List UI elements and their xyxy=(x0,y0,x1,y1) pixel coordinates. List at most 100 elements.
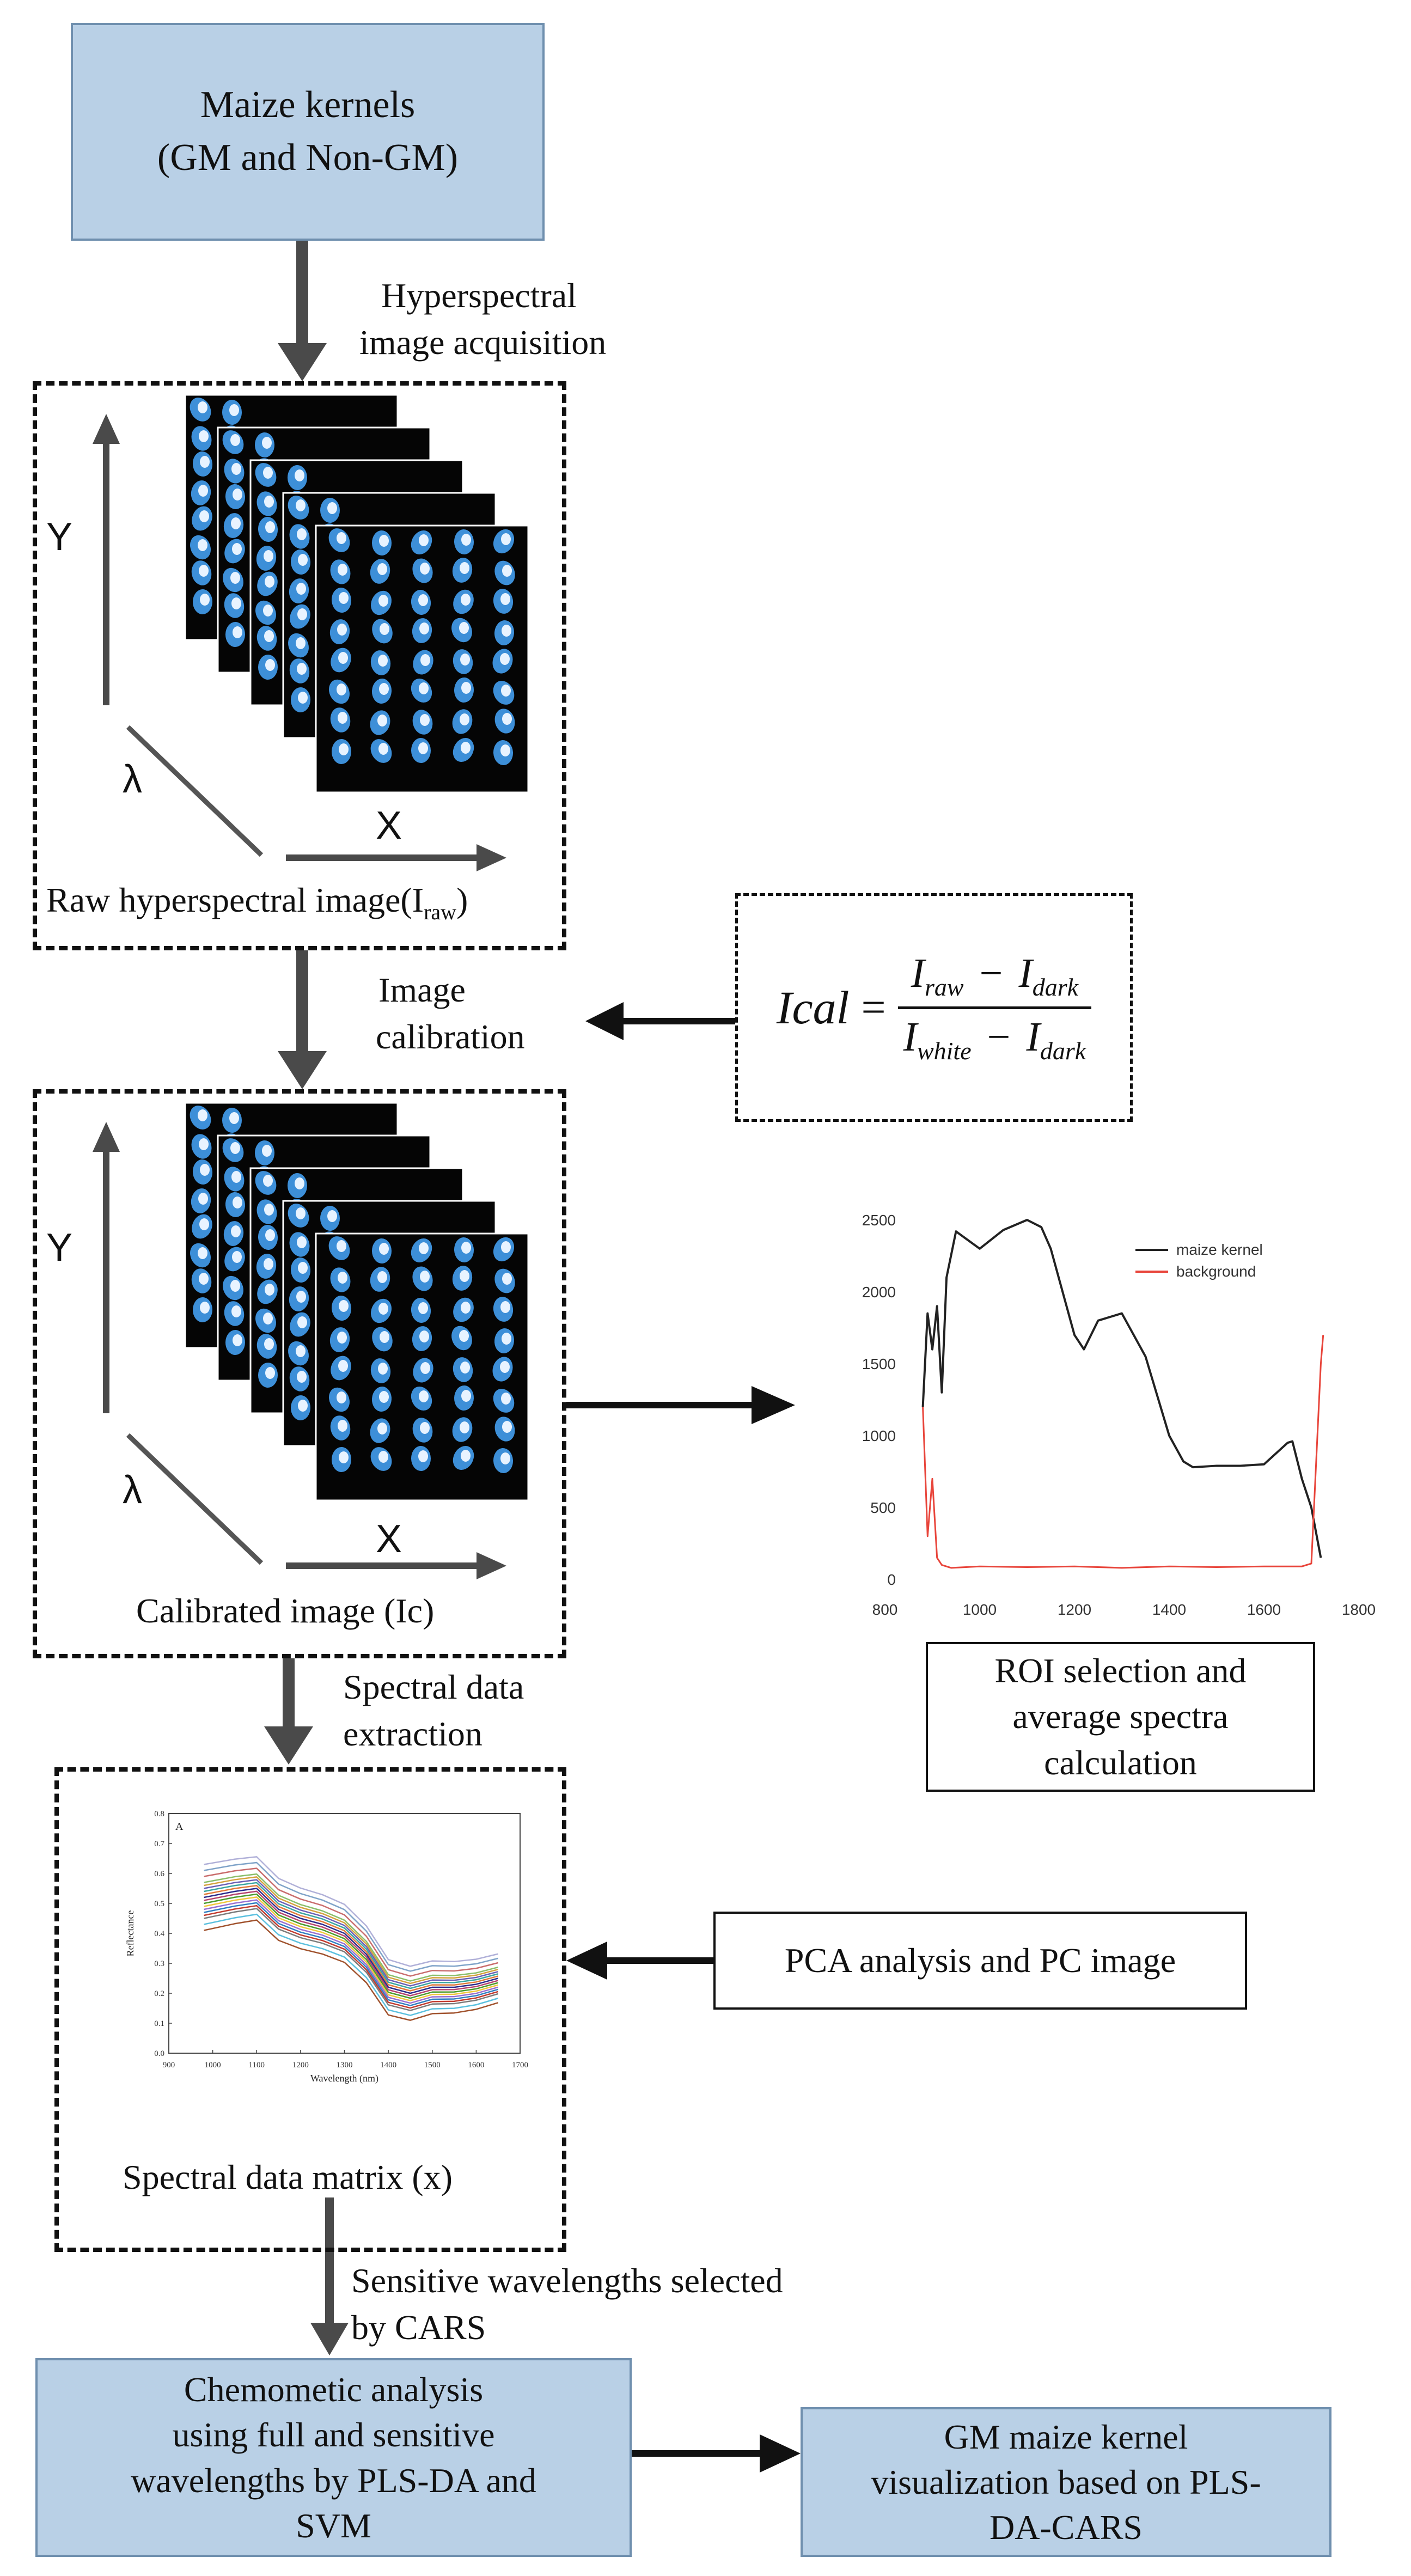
chemometric-box: Chemometic analysis using full and sensi… xyxy=(35,2358,632,2557)
formula-fraction: Iraw − Idark Iwhite − Idark xyxy=(897,950,1092,1065)
kernel xyxy=(224,459,245,484)
kernel xyxy=(493,1389,515,1413)
image-frame xyxy=(315,524,529,793)
kernel xyxy=(454,529,474,554)
kernel xyxy=(190,1106,211,1130)
kernel xyxy=(493,1297,514,1322)
kernel xyxy=(329,679,350,704)
kernel xyxy=(287,1173,308,1198)
spectrum-line xyxy=(204,1904,499,2009)
kernel xyxy=(190,535,211,560)
chemometric-line-3: wavelengths by PLS-DA and xyxy=(131,2461,536,2500)
kernel xyxy=(290,1395,311,1420)
kernel xyxy=(494,709,515,734)
legend: maize kernel background xyxy=(1135,1241,1263,1280)
y-tick-label: 2000 xyxy=(862,1284,896,1301)
formula-arrow xyxy=(585,1002,735,1040)
y-tick-label: 0.3 xyxy=(154,1960,164,1968)
spectrum-line xyxy=(204,1879,499,1987)
kernel xyxy=(288,1204,309,1228)
formula-lhs: Ical xyxy=(776,981,850,1034)
x-tick-label: 1100 xyxy=(249,2061,265,2070)
kernel xyxy=(224,1167,245,1192)
kernel xyxy=(494,560,515,585)
y-tick-label: 1000 xyxy=(862,1427,896,1444)
kernel xyxy=(412,1418,433,1443)
den-dark-sub: dark xyxy=(1040,1036,1086,1065)
kernel xyxy=(289,578,309,603)
kernel xyxy=(256,491,277,516)
kernel xyxy=(192,506,212,531)
raw-image-box xyxy=(33,381,566,950)
flow-arrow-2 xyxy=(278,950,327,1089)
kernel xyxy=(258,655,278,680)
kernel xyxy=(258,1363,278,1388)
kernel xyxy=(257,1279,278,1304)
start-box: Maize kernels (GM and Non-GM) xyxy=(71,23,545,241)
kernel xyxy=(452,558,473,583)
kernel xyxy=(192,1214,212,1239)
legend-label: background xyxy=(1176,1263,1256,1280)
y-tick-label: 500 xyxy=(870,1499,896,1516)
kernel xyxy=(258,1225,278,1250)
kernel xyxy=(453,738,474,762)
kernel xyxy=(225,622,246,647)
kernel xyxy=(288,1341,309,1366)
kernel xyxy=(255,1308,276,1333)
formula-denominator: Iwhite − Idark xyxy=(898,1009,1092,1065)
kernel xyxy=(411,590,431,615)
y-tick-label: 0.4 xyxy=(154,1930,164,1938)
kernel xyxy=(453,1297,474,1322)
kernel xyxy=(330,1267,351,1292)
chemometric-line-4: SVM xyxy=(296,2506,371,2545)
acquisition-line-2: image acquisition xyxy=(359,323,607,362)
y-tick-label: 0.5 xyxy=(154,1900,164,1908)
kernel xyxy=(289,658,310,683)
chart-panel-title: A xyxy=(175,1821,184,1833)
kernel xyxy=(370,739,392,763)
kernel xyxy=(493,740,514,765)
kernel xyxy=(411,1298,431,1323)
kernel xyxy=(290,687,311,712)
kernel xyxy=(331,739,352,764)
spectrum-line xyxy=(204,1856,498,1967)
chemometric-line-1: Chemometic analysis xyxy=(184,2370,484,2409)
kernel xyxy=(330,707,351,732)
final-arrow xyxy=(632,2434,801,2473)
x-tick-label: 1000 xyxy=(205,2061,221,2070)
y-tick-label: 0.1 xyxy=(154,2019,164,2028)
extraction-line-2: extraction xyxy=(343,1714,482,1754)
raw-image-sub: raw xyxy=(424,899,456,924)
kernel xyxy=(256,1254,277,1279)
kernel xyxy=(328,1236,350,1260)
x-tick-label: 1200 xyxy=(292,2061,309,2070)
cars-line-1: Sensitive wavelengths selected xyxy=(351,2261,783,2300)
kernel xyxy=(492,1357,513,1382)
kernel xyxy=(331,648,351,673)
kernel xyxy=(329,619,350,644)
raw-image-label: Raw hyperspectral image(I xyxy=(46,881,424,919)
kernel xyxy=(330,559,351,584)
kernel xyxy=(289,1366,310,1391)
kernel xyxy=(454,677,474,703)
series-line xyxy=(922,1335,1324,1569)
kernel xyxy=(289,1232,310,1257)
legend-label: maize kernel xyxy=(1176,1241,1263,1258)
visualization-line-3: DA-CARS xyxy=(989,2508,1143,2547)
x-axis-title: Wavelength (nm) xyxy=(310,2073,378,2084)
y-tick-label: 0.6 xyxy=(154,1870,164,1878)
x-tick-label: 1800 xyxy=(1342,1601,1376,1618)
x-tick-label: 800 xyxy=(872,1601,898,1618)
kernel xyxy=(224,539,245,564)
kernel xyxy=(412,618,432,643)
kernel xyxy=(370,1358,391,1383)
flow-arrow-4 xyxy=(310,2197,349,2355)
calibration-line-2: calibration xyxy=(376,1017,525,1057)
den-i-white: I xyxy=(903,1014,917,1060)
kernel xyxy=(411,1446,431,1471)
kernel xyxy=(254,1140,275,1165)
kernel xyxy=(225,1330,246,1355)
kernel xyxy=(371,1387,392,1412)
x-tick-label: 1400 xyxy=(380,2061,396,2070)
